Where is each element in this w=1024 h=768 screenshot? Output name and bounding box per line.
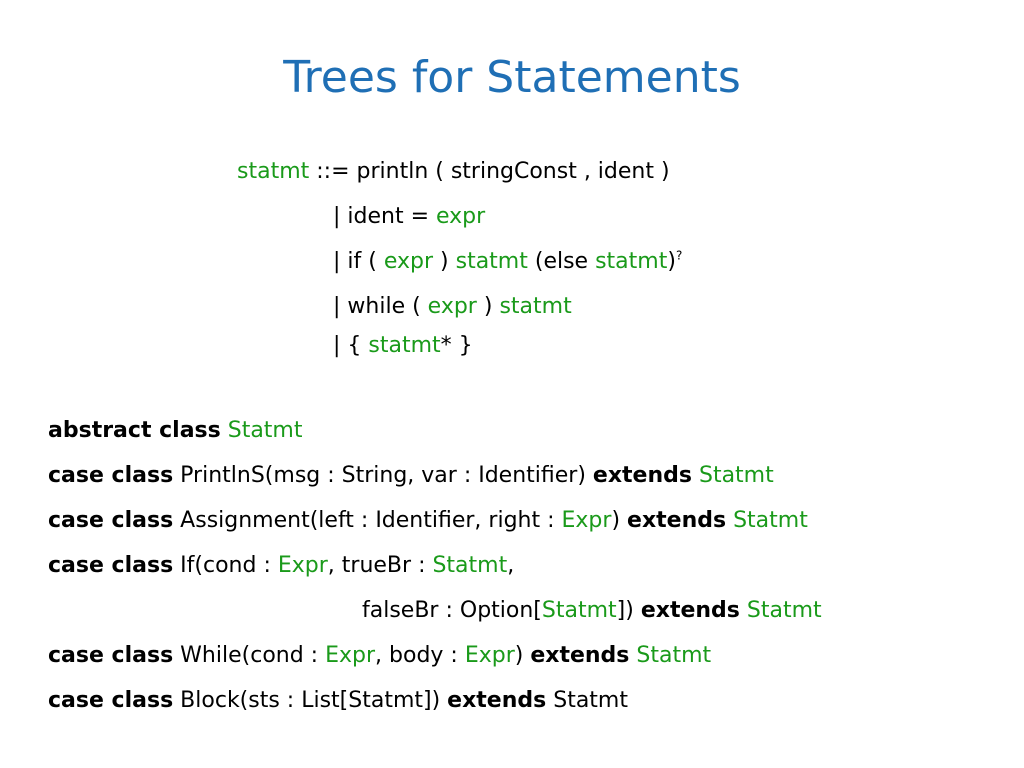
grammar-nonterminal: statmt (368, 333, 441, 358)
grammar-line-block: | { statmt* } (333, 332, 473, 360)
code-text: ) (611, 508, 628, 533)
optional-marker: ? (675, 248, 683, 263)
code-text: ) (514, 643, 531, 668)
grammar-text: ) (667, 249, 676, 274)
code-line-printlns: case class PrintlnS(msg : String, var : … (48, 462, 774, 490)
code-keyword: extends (447, 688, 547, 713)
code-type: Statmt (541, 598, 617, 623)
grammar-text: (else (527, 249, 596, 274)
code-keyword: abstract class (48, 418, 221, 443)
code-keyword: extends (530, 643, 630, 668)
code-text: While(cond : (173, 643, 326, 668)
code-line-abstract: abstract class Statmt (48, 417, 303, 445)
grammar-line-if: | if ( expr ) statmt (else statmt)? (333, 248, 682, 276)
code-type: Statmt (746, 598, 822, 623)
code-text: PrintlnS(msg : String, var : Identifier) (173, 463, 593, 488)
code-text: If(cond : (173, 553, 278, 578)
grammar-line-assign: | ident = expr (333, 203, 485, 231)
code-line-if-continued: falseBr : Option[Statmt]) extends Statmt (362, 597, 822, 625)
code-keyword: case class (48, 463, 174, 488)
code-keyword: case class (48, 508, 174, 533)
code-text: Statmt (546, 688, 628, 713)
code-keyword: case class (48, 688, 174, 713)
code-keyword: extends (627, 508, 727, 533)
code-type: Expr (464, 643, 515, 668)
grammar-text: | { (333, 333, 369, 358)
grammar-text: ::= println ( stringConst , ident ) (309, 159, 670, 184)
code-text: Block(sts : List[Statmt]) (173, 688, 448, 713)
grammar-text: | if ( (333, 249, 384, 274)
grammar-nonterminal: expr (383, 249, 434, 274)
grammar-nonterminal: expr (436, 204, 486, 229)
grammar-nonterminal: expr (427, 294, 477, 319)
code-text: falseBr : Option[ (362, 598, 542, 623)
code-type: Statmt (698, 463, 774, 488)
grammar-nonterminal: statmt (595, 249, 668, 274)
code-type: Expr (561, 508, 612, 533)
grammar-text: ) (476, 294, 500, 319)
code-line-if: case class If(cond : Expr, trueBr : Stat… (48, 552, 514, 580)
code-text: , trueBr : (327, 553, 433, 578)
code-type: Statmt (636, 643, 712, 668)
grammar-line-println: statmt ::= println ( stringConst , ident… (237, 158, 670, 186)
grammar-nonterminal: statmt (455, 249, 528, 274)
code-type: Expr (277, 553, 328, 578)
grammar-text: | while ( (333, 294, 428, 319)
code-type: Statmt (733, 508, 808, 533)
code-type: Statmt (432, 553, 508, 578)
slide-title: Trees for Statements (283, 52, 741, 103)
code-keyword: case class (48, 553, 174, 578)
code-keyword: extends (592, 463, 692, 488)
grammar-nonterminal: statmt (499, 294, 572, 319)
code-line-block: case class Block(sts : List[Statmt]) ext… (48, 687, 628, 715)
code-text: , body : (375, 643, 465, 668)
grammar-nonterminal: statmt (237, 159, 310, 184)
code-line-assignment: case class Assignment(left : Identifier,… (48, 507, 808, 535)
code-line-while: case class While(cond : Expr, body : Exp… (48, 642, 711, 670)
grammar-text: * } (440, 333, 473, 358)
code-keyword: case class (48, 643, 174, 668)
code-type: Expr (325, 643, 376, 668)
code-text: , (507, 553, 515, 578)
grammar-line-while: | while ( expr ) statmt (333, 293, 572, 321)
code-text: ]) (616, 598, 641, 623)
code-keyword: extends (640, 598, 740, 623)
code-type: Statmt (227, 418, 303, 443)
code-text: Assignment(left : Identifier, right : (173, 508, 562, 533)
grammar-text: ) (433, 249, 456, 274)
grammar-text: | ident = (333, 204, 437, 229)
